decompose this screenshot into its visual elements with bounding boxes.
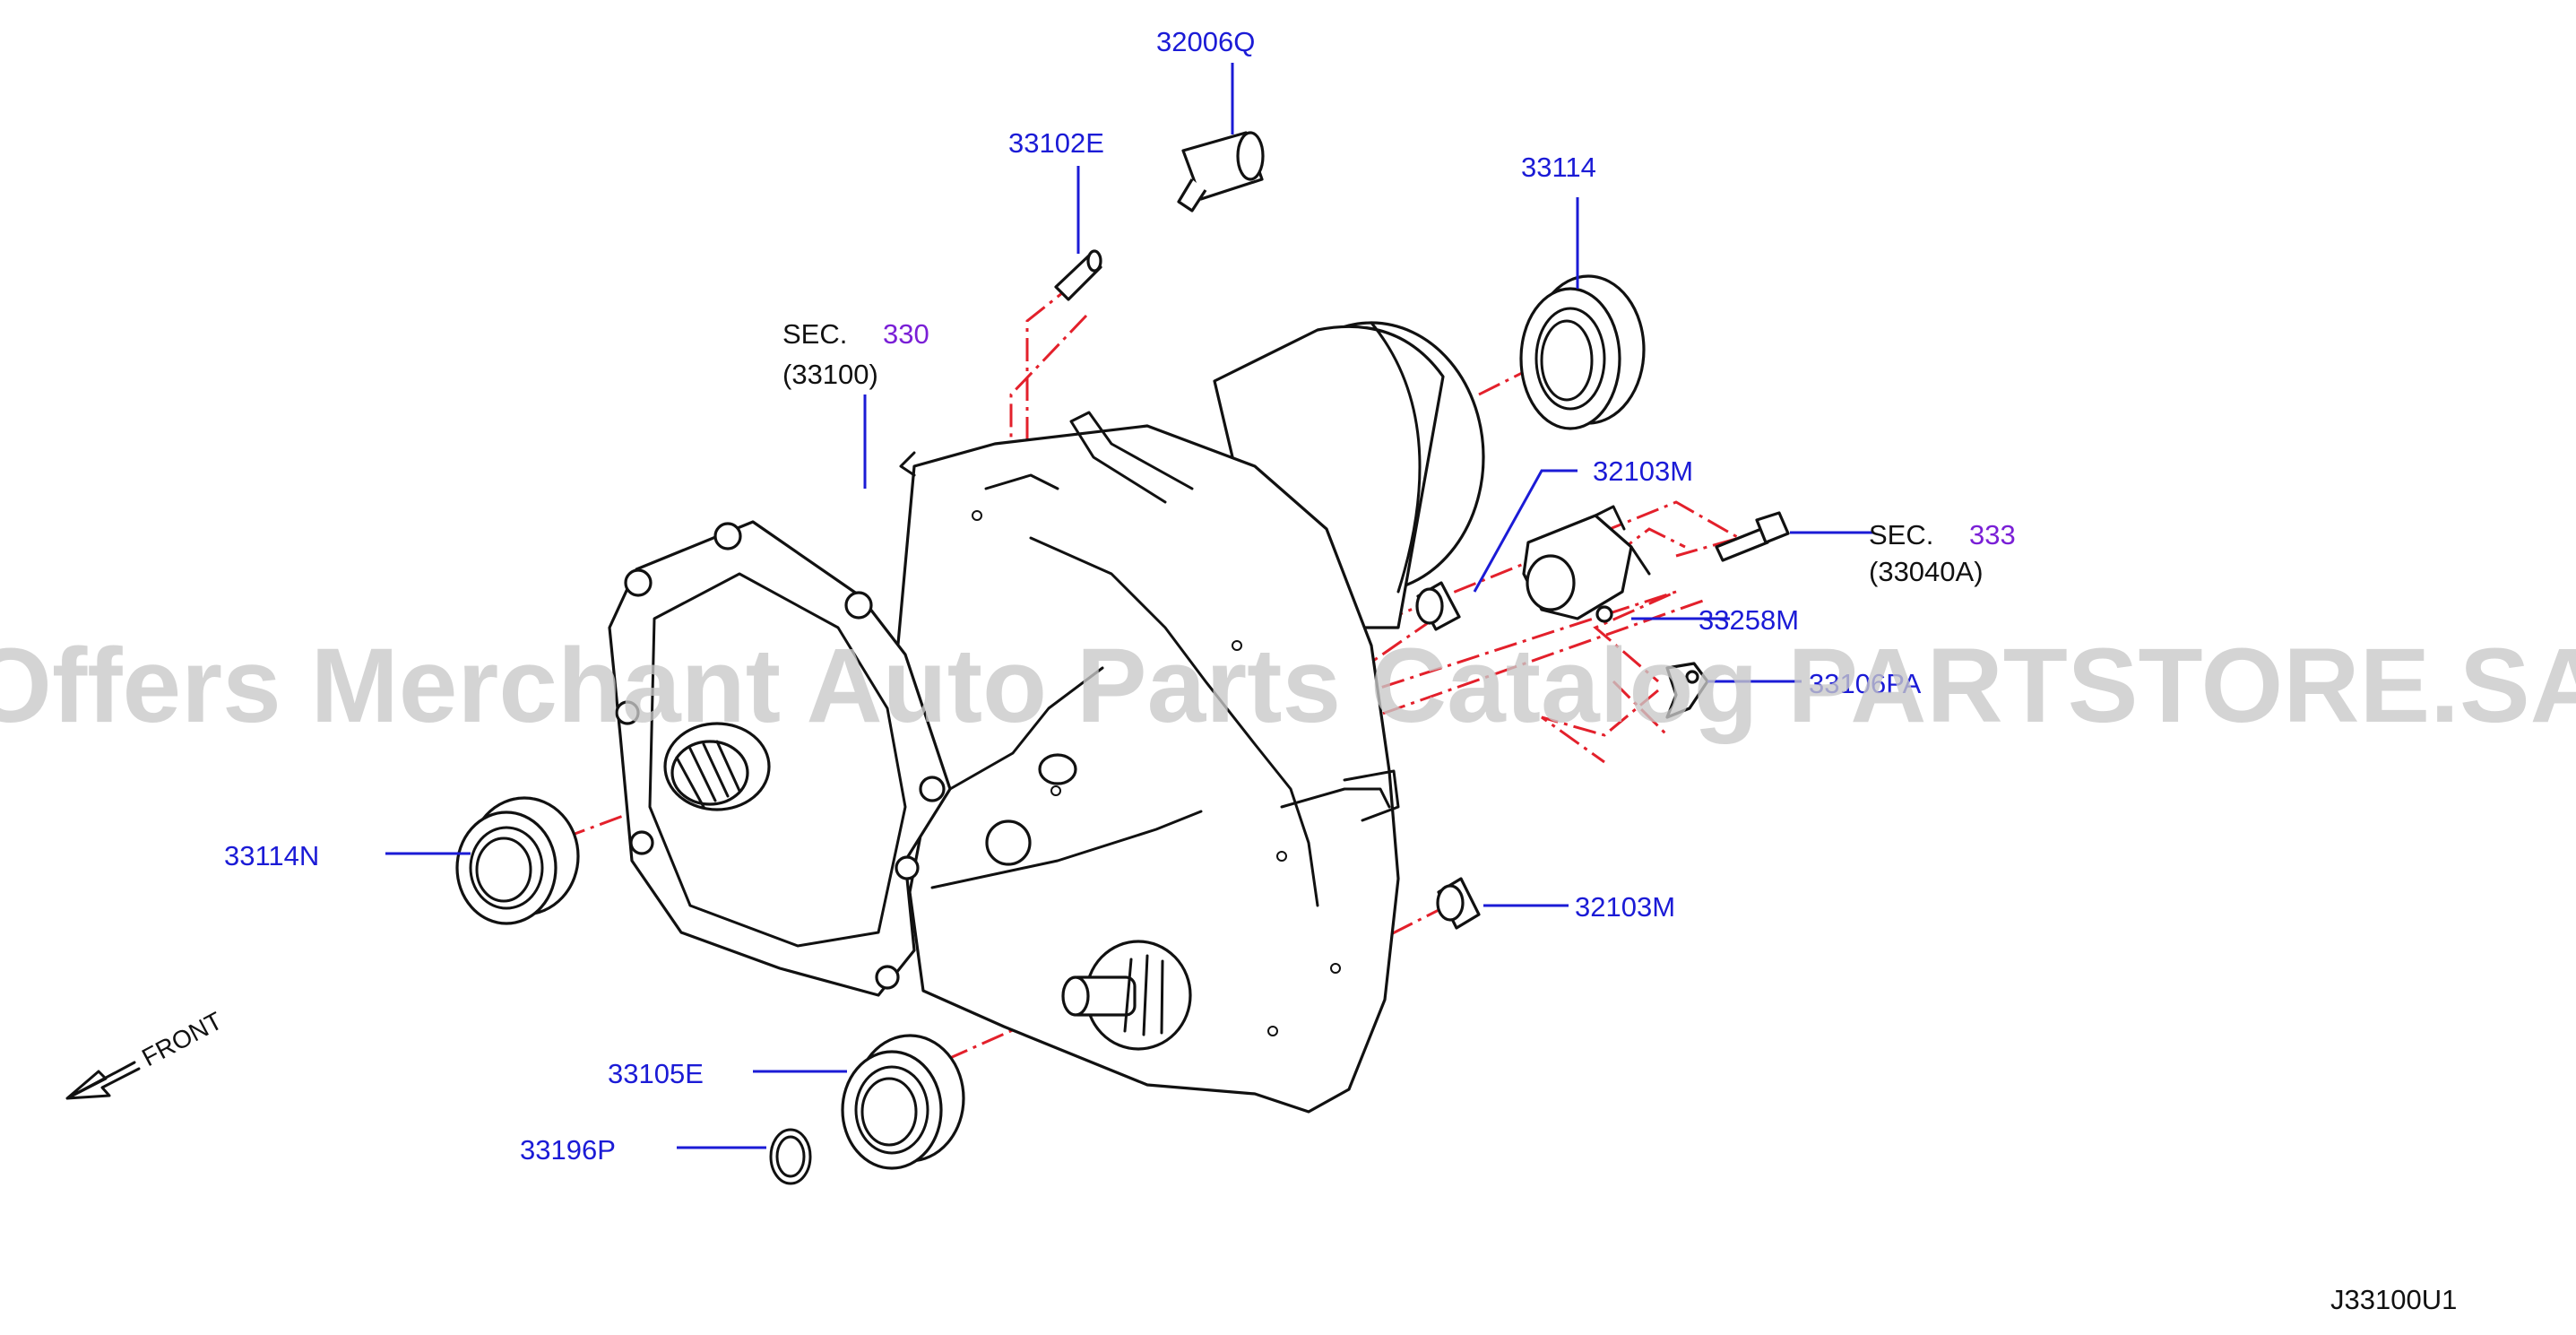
oring-33196P <box>769 1128 812 1185</box>
label-33102E: 33102E <box>1008 127 1104 159</box>
transfer-case-housing <box>608 321 1485 1114</box>
sec333-ref: (33040A) <box>1869 556 1984 587</box>
bolt-sec333 <box>1715 511 1790 562</box>
seal-33105E <box>841 1034 965 1170</box>
switch-32006Q <box>1177 131 1265 212</box>
label-33114: 33114 <box>1521 152 1596 183</box>
label-33196P: 33196P <box>520 1134 616 1166</box>
sec333-number: 333 <box>1969 519 2016 550</box>
label-33114N: 33114N <box>224 840 319 871</box>
plug-32103M-top <box>1415 581 1461 631</box>
leader-lines <box>385 63 1873 1149</box>
pin-33102E <box>1054 249 1102 301</box>
label-33258M: 33258M <box>1699 604 1799 636</box>
clip-33106 <box>1665 662 1709 719</box>
sec330-ref: (33100) <box>782 359 878 390</box>
front-flange <box>608 520 952 997</box>
labels: 32006Q 33102E 33114 32103M 33258M 33106P… <box>224 26 2457 1315</box>
sensor-33258M <box>1522 505 1651 623</box>
seal-33114N <box>455 796 580 925</box>
label-33105E: 33105E <box>608 1058 704 1089</box>
label-33106: 33106PA <box>1809 668 1922 699</box>
label-32006Q: 32006Q <box>1156 26 1255 57</box>
label-32103M-bottom: 32103M <box>1575 891 1675 923</box>
sec333-prefix: SEC. <box>1869 519 1933 550</box>
watermark: Offers Merchant Auto Parts Catalog PARTS… <box>0 627 2576 745</box>
diagram-id: J33100U1 <box>2330 1284 2457 1315</box>
plug-32103M-bottom <box>1436 877 1481 930</box>
sec330-prefix: SEC. <box>782 318 847 350</box>
seal-33114 <box>1519 274 1646 430</box>
front-label: FRONT <box>137 1007 227 1072</box>
sec330-number: 330 <box>883 318 929 350</box>
label-32103M-top: 32103M <box>1593 455 1693 487</box>
front-arrow: FRONT <box>65 1007 227 1100</box>
